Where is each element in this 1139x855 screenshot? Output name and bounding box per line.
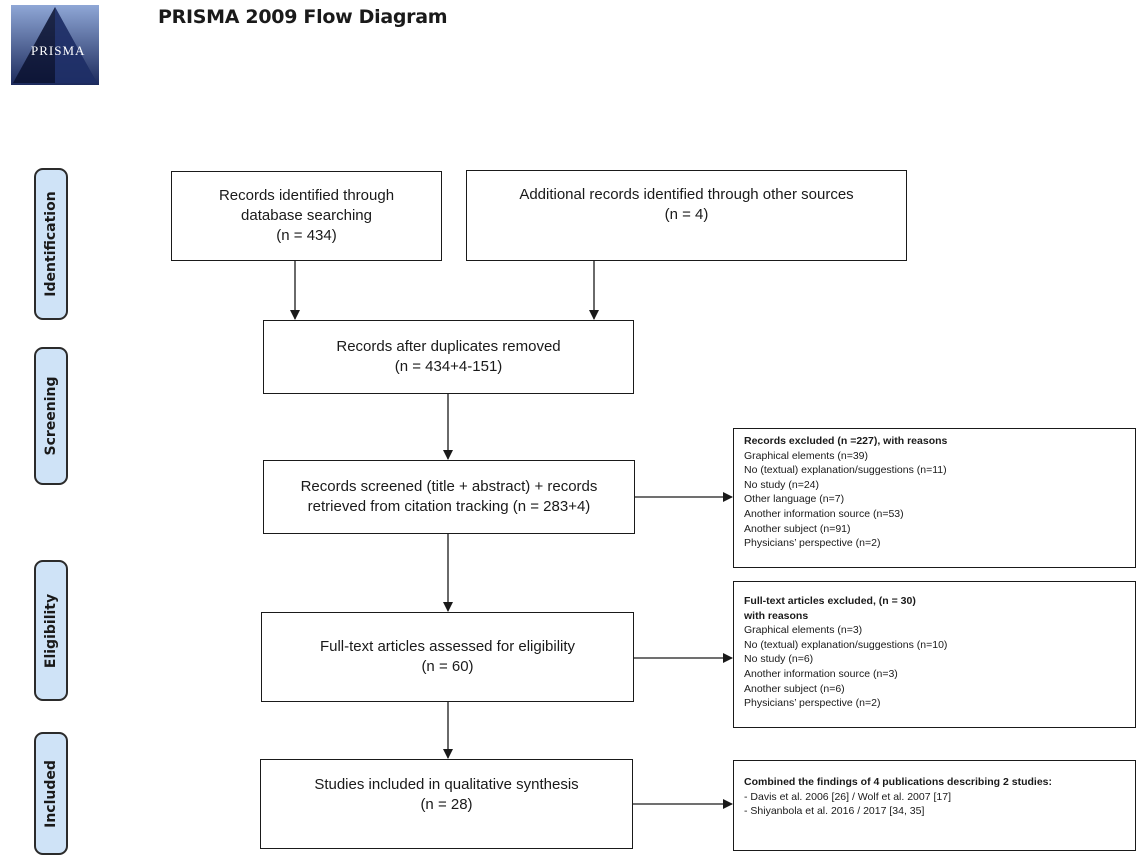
list-item: Another information source (n=3) (744, 667, 898, 680)
list-item: Another subject (n=91) (744, 522, 851, 535)
list-item: Physicians’ perspective (n=2) (744, 537, 881, 550)
additional-records-box: Additional records identified through ot… (466, 170, 907, 261)
list-item: - Shiyanbola et al. 2016 / 2017 [34, 35] (744, 805, 925, 818)
fulltext-excluded-box: Full-text articles excluded, (n = 30) wi… (733, 581, 1136, 728)
list-item: No study (n=24) (744, 478, 819, 491)
records-excluded-box: Records excluded (n =227), with reasons … (733, 428, 1136, 568)
fulltext-excluded-heading: Full-text articles excluded, (n = 30) (744, 595, 916, 607)
list-item: Graphical elements (n=3) (744, 624, 863, 637)
list-item: - Davis et al. 2006 [26] / Wolf et al. 2… (744, 790, 952, 803)
records-identified-box: Records identified through database sear… (171, 171, 442, 261)
duplicates-removed-box: Records after duplicates removed (n = 43… (263, 320, 634, 394)
logo-text: PRISMA (31, 43, 86, 58)
records-screened-box: Records screened (title + abstract) + re… (263, 460, 635, 534)
eligibility-box: Full-text articles assessed for eligibil… (261, 612, 634, 702)
phase-identification: Identification (34, 168, 68, 320)
prisma-logo-graphic (11, 5, 99, 85)
phase-included: Included (34, 732, 68, 855)
records-excluded-heading: Records excluded (n =227), with reasons (744, 435, 948, 447)
phase-eligibility: Eligibility (34, 560, 68, 701)
list-item: Another subject (n=6) (744, 682, 845, 695)
combined-findings-box: Combined the findings of 4 publications … (733, 760, 1136, 851)
included-box: Studies included in qualitative synthesi… (260, 759, 633, 849)
list-item: No (textual) explanation/suggestions (n=… (744, 638, 948, 651)
fulltext-excluded-subheading: with reasons (744, 609, 809, 622)
list-item: Graphical elements (n=39) (744, 449, 869, 462)
list-item: Physicians’ perspective (n=2) (744, 697, 881, 710)
list-item: No (textual) explanation/suggestions (n=… (744, 464, 947, 477)
phase-screening: Screening (34, 347, 68, 485)
combined-heading: Combined the findings of 4 publications … (744, 776, 1053, 788)
page-title: PRISMA 2009 Flow Diagram (158, 6, 448, 28)
list-item: No study (n=6) (744, 653, 814, 666)
list-item: Another information source (n=53) (744, 507, 904, 520)
list-item: Other language (n=7) (744, 493, 845, 506)
prisma-logo: PRISMA (11, 5, 99, 85)
